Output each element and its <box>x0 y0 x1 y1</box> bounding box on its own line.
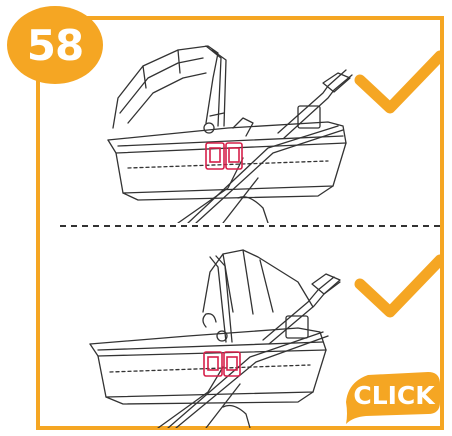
carrycot-attached-illustration <box>28 18 442 223</box>
checkmark-icon <box>360 260 440 312</box>
illustration-bottom: CLICK <box>28 232 442 428</box>
carrycot-click-illustration: CLICK <box>28 232 442 428</box>
adapter-highlight <box>204 352 240 376</box>
click-label: CLICK <box>353 381 436 410</box>
illustration-top <box>28 18 442 223</box>
click-callout: CLICK <box>346 372 440 424</box>
checkmark-icon <box>360 56 440 108</box>
